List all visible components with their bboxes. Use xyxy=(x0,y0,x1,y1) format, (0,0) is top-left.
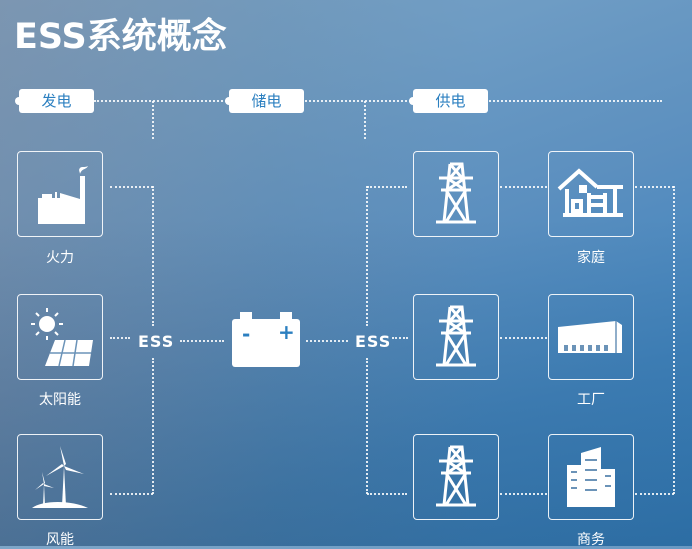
connector xyxy=(110,493,153,495)
consumer-label: 家庭 xyxy=(577,250,605,266)
top-connector xyxy=(94,100,662,102)
source-label: 火力 xyxy=(46,250,74,266)
connector xyxy=(152,358,154,494)
battery-plus: + xyxy=(278,320,295,344)
consumer-business[interactable] xyxy=(548,434,634,520)
ess-label-right: ESS xyxy=(355,332,392,351)
source-solar[interactable] xyxy=(17,294,103,380)
consumer-label: 工厂 xyxy=(577,392,605,408)
grid-tower-2[interactable] xyxy=(413,294,499,380)
factory-icon xyxy=(38,166,88,224)
connector xyxy=(367,493,407,495)
source-label: 太阳能 xyxy=(39,392,81,408)
grid-tower-3[interactable] xyxy=(413,434,499,520)
connector xyxy=(306,340,348,342)
connector xyxy=(364,101,366,139)
connector xyxy=(500,337,547,339)
connector xyxy=(635,186,674,188)
connector xyxy=(152,186,154,326)
solar-icon xyxy=(31,308,93,367)
connector xyxy=(500,186,547,188)
consumer-home[interactable] xyxy=(548,151,634,237)
power-tower-icon xyxy=(436,305,476,367)
office-building-icon xyxy=(567,447,615,507)
source-thermal[interactable] xyxy=(17,151,103,237)
connector xyxy=(366,186,368,326)
house-icon xyxy=(557,168,623,217)
connector xyxy=(635,493,674,495)
tag-supply: 供电 xyxy=(409,89,488,113)
power-tower-icon xyxy=(436,162,476,224)
factory-building-icon xyxy=(558,321,622,353)
connector xyxy=(152,101,154,139)
connector xyxy=(366,358,368,494)
connector xyxy=(392,337,408,339)
connector xyxy=(110,337,130,339)
tag-generate: 发电 xyxy=(15,89,94,113)
consumer-label: 商务 xyxy=(577,532,605,548)
power-tower-icon xyxy=(436,445,476,507)
source-wind[interactable] xyxy=(17,434,103,520)
connector xyxy=(673,186,675,494)
consumer-factory[interactable] xyxy=(548,294,634,380)
page-title: ESS系统概念 xyxy=(14,17,227,57)
source-label: 风能 xyxy=(46,532,74,548)
connector xyxy=(500,493,547,495)
tag-store: 储电 xyxy=(225,89,304,113)
connector xyxy=(180,340,224,342)
connector xyxy=(110,186,153,188)
ess-label-left: ESS xyxy=(138,332,175,351)
wind-turbine-icon xyxy=(32,446,88,508)
battery-minus: - xyxy=(242,322,251,346)
connector xyxy=(367,186,407,188)
battery-icon: - + xyxy=(230,312,302,370)
grid-tower-1[interactable] xyxy=(413,151,499,237)
